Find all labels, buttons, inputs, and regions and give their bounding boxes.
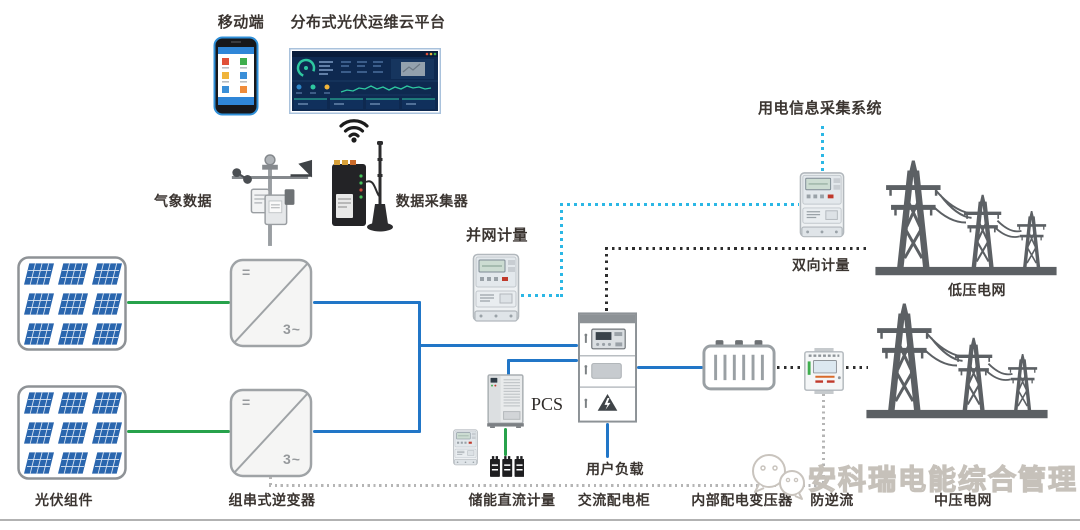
conn-meter1-cyan-v: [560, 203, 563, 297]
battery-bank-icon: [490, 456, 524, 477]
label-weather-data: 气象数据: [154, 193, 212, 209]
label-data-collector: 数据采集器: [395, 193, 469, 209]
conn-meter1-cyan-h: [521, 294, 563, 297]
conn-pcs-cabinet-v: [507, 359, 510, 376]
conn-cabinet-transformer: [637, 366, 703, 369]
inverter-1-ac-glyph: 3~: [283, 321, 301, 337]
conn-pcs-battery-green: [504, 428, 507, 456]
conn-cabinet-load: [606, 423, 609, 458]
pcs-cabinet-icon: [487, 374, 524, 428]
watermark-text: 安科瑞电能综合管理: [807, 463, 1079, 495]
conn-pv2-inverter2-green: [127, 430, 230, 433]
conn-label-to-meter-cyan: [821, 126, 824, 171]
wechat-logo-icon: [748, 452, 810, 502]
lv-grid-towers-icon: [873, 156, 1059, 278]
label-power-info-system: 用电信息采集系统: [757, 100, 882, 117]
grid-metering-meter-icon: [472, 253, 520, 325]
conn-comm-bus-h: [269, 484, 824, 487]
label-pv-modules: 光伏组件: [35, 492, 93, 508]
conn-bidirectional-v: [605, 247, 608, 313]
bottom-divider: [0, 519, 1080, 521]
label-lv-grid: 低压电网: [948, 282, 1006, 298]
label-string-inverter: 组串式逆变器: [228, 492, 316, 508]
inverter-1-dc-glyph: =: [242, 264, 252, 280]
storage-dc-meter-icon: [452, 429, 479, 467]
label-internal-transformer: 内部配电变压器: [691, 492, 793, 508]
conn-meter2-cyan-h: [560, 203, 799, 206]
data-collector-icon: [330, 138, 394, 234]
pv-array-2-icon: [17, 385, 127, 480]
label-mobile-terminal: 移动端: [217, 14, 265, 31]
label-grid-metering: 并网计量: [465, 227, 528, 244]
anti-backflow-meter-icon: [802, 348, 846, 394]
label-anti-backflow: 防逆流: [810, 492, 854, 508]
label-storage-dc-metering: 储能直流计量: [468, 492, 556, 508]
label-pcs: PCS: [531, 394, 564, 414]
ac-cabinet-icon: [578, 312, 637, 423]
inverter-2-ac-glyph: 3~: [283, 451, 301, 467]
conn-inverter1-trunk: [313, 301, 421, 304]
label-user-load: 用户负载: [586, 461, 644, 477]
inverter-2-dc-glyph: =: [242, 394, 252, 410]
conn-inverter2-bus-v: [269, 477, 272, 486]
pv-array-1-icon: [17, 256, 127, 351]
conn-meter-mvgrid-dotted: [846, 366, 868, 369]
dashboard-screenshot-icon: [289, 48, 441, 114]
conn-trunk-vertical: [418, 301, 421, 433]
conn-inverter2-trunk: [313, 430, 421, 433]
mv-grid-towers-icon: [862, 299, 1052, 421]
conn-pv1-inverter1-green: [127, 301, 230, 304]
conn-transformer-meter-dotted: [777, 366, 803, 369]
transformer-icon: [701, 337, 777, 394]
label-ac-cabinet: 交流配电柜: [577, 492, 651, 508]
conn-meter-bus-v: [822, 394, 825, 486]
smartphone-icon: [212, 36, 260, 116]
conn-trunk-cabinet: [418, 344, 578, 347]
conn-pcs-cabinet-h: [507, 359, 578, 362]
weather-station-icon: [226, 150, 314, 248]
power-info-meter-icon: [799, 171, 845, 241]
label-cloud-platform: 分布式光伏运维云平台: [290, 14, 446, 31]
label-bidirectional-metering: 双向计量: [792, 257, 850, 273]
conn-bidirectional-h: [605, 247, 868, 250]
label-mv-grid: 中压电网: [934, 492, 992, 508]
